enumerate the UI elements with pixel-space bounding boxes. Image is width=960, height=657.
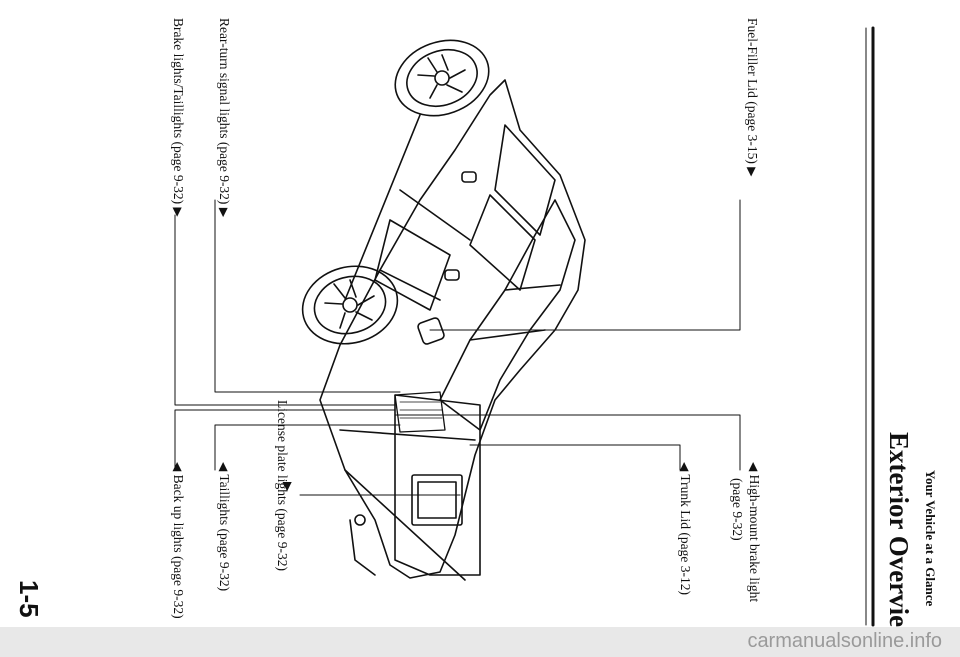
front-wheel (394, 39, 490, 117)
callout-brake-taillights: Brake lights/Taillights (page 9-32) ▶ (171, 18, 186, 217)
watermark-text: carmanualsonline.info (747, 630, 942, 652)
page-title: Exterior Overview (884, 432, 914, 647)
arrow-left-icon: ◀ (678, 462, 692, 472)
section-title: Your Vehicle at a Glance (923, 470, 938, 607)
callout-fuel-filler-lid: Fuel-Filler Lid (page 3-15) ▶ (745, 18, 760, 177)
callout-high-mount-brake-light: ◀ High-mount brake light (747, 462, 762, 603)
car-rear (394, 394, 481, 576)
page-title-block: Exterior Overview (883, 432, 914, 647)
car-body-outline (319, 79, 586, 579)
callout-trunk-lid: ◀ Trunk Lid (page 3-12) (678, 462, 693, 595)
arrow-down-icon: ▶ (281, 482, 295, 492)
car-roof (439, 199, 576, 431)
page-number-block: 1-5 (13, 580, 44, 618)
arrow-right-icon: ▶ (171, 207, 185, 217)
callout-rear-turn-signal: Rear-turn signal lights (page 9-32) ▶ (217, 18, 232, 218)
callout-back-up-lights: ◀ Back up lights (page 9-32) (171, 462, 186, 619)
arrow-left-icon: ◀ (217, 462, 231, 472)
arrow-left-icon: ◀ (747, 462, 761, 472)
callout-taillights: ◀ Taillights (page 9-32) (217, 462, 232, 592)
section-header-block: Your Vehicle at a Glance (922, 470, 938, 606)
arrow-left-icon: ◀ (171, 462, 185, 472)
arrow-right-icon: ▶ (745, 167, 759, 177)
callout-high-mount-page: (page 9-32) (730, 478, 745, 541)
watermark-bar: carmanualsonline.info (0, 627, 960, 657)
rear-wheel (301, 265, 399, 345)
page-number: 1-5 (14, 580, 44, 618)
arrow-right-icon: ▶ (217, 207, 231, 218)
license-plate (411, 474, 463, 526)
leader-lines (174, 199, 741, 496)
